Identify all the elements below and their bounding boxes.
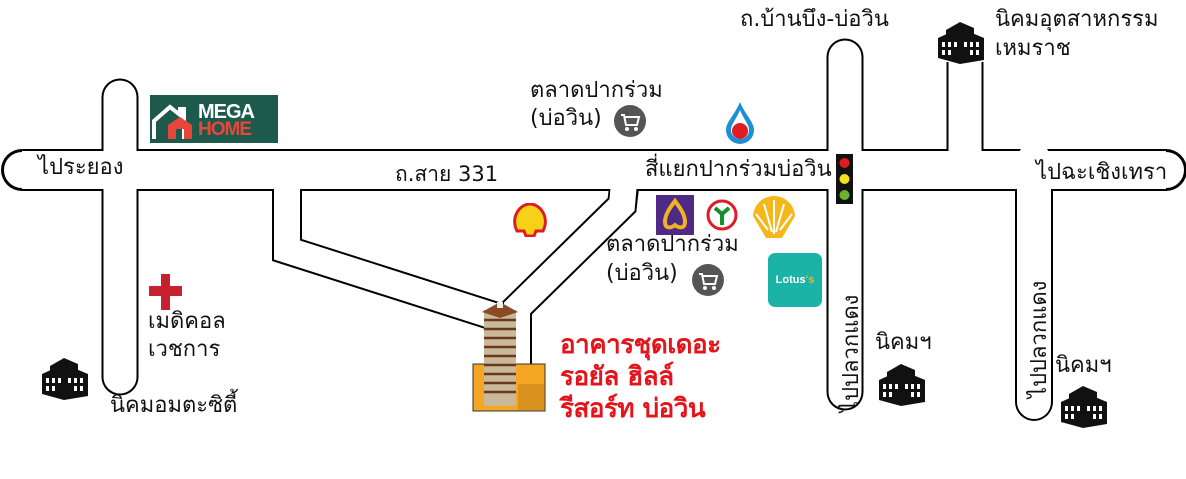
building-icon	[1061, 386, 1107, 428]
shopping-cart-icon	[614, 105, 646, 137]
shell-icon	[513, 203, 547, 237]
lotus-logo: Lotus's	[768, 253, 822, 307]
building-icon	[879, 364, 925, 406]
label-hemaraj-2: เหมราช	[995, 36, 1071, 61]
ptt-icon	[726, 102, 754, 144]
label-estate-1: นิคมฯ	[875, 330, 932, 355]
lotus-suffix: 's	[805, 274, 815, 286]
label-to-rayong: ไประยอง	[38, 155, 124, 180]
label-to-pluak-daeng-2: ไปปลวกแดง	[1027, 280, 1052, 398]
destination-line1: อาคารชุดเดอะ	[560, 330, 721, 360]
krungsri-icon	[753, 195, 795, 238]
label-market-south-1: ตลาดปากร่วม	[606, 232, 739, 257]
road-end-left	[2, 150, 23, 190]
label-market-north-2: (บ่อวิน)	[530, 106, 602, 131]
shopping-cart-icon	[692, 264, 724, 296]
condo-tower-icon	[472, 302, 546, 412]
label-route-331: ถ.สาย 331	[395, 162, 499, 186]
building-icon	[42, 358, 88, 400]
destination-line3: รีสอร์ท บ่อวิน	[560, 394, 706, 424]
label-medical-1: เมดิคอล	[148, 309, 226, 334]
label-hemaraj-1: นิคมอุตสาหกรรม	[995, 7, 1159, 32]
label-market-north-1: ตลาดปากร่วม	[530, 78, 663, 103]
mega-home-logo: MEGA HOME	[150, 95, 278, 143]
building-icon	[938, 22, 984, 64]
mega-home-line2: HOME	[198, 119, 252, 140]
label-to-pluak-daeng-1: ไปปลวกแดง	[839, 294, 864, 412]
red-cross-icon	[149, 274, 182, 310]
label-market-south-2: (บ่อวิน)	[606, 261, 678, 286]
label-medical-2: เวชการ	[148, 337, 221, 362]
lotus-text: Lotus	[775, 274, 806, 286]
label-intersection: สี่แยกปากร่วมบ่อวิน	[645, 157, 832, 182]
mega-home-house-icon	[152, 104, 192, 139]
kbank-icon	[706, 199, 738, 231]
scb-icon	[656, 195, 694, 235]
label-amata: นิคมอมตะซิตี้	[110, 393, 238, 418]
label-ban-bueng-road: ถ.บ้านบึง-บ่อวิน	[740, 7, 889, 32]
label-to-chachoengsao: ไปฉะเชิงเทรา	[1036, 160, 1168, 185]
traffic-light-icon	[836, 154, 853, 204]
road-end-right	[1165, 150, 1186, 190]
mega-home-line1: MEGA	[198, 101, 255, 123]
label-estate-2: นิคมฯ	[1055, 353, 1112, 378]
destination-line2: รอยัล ฮิลล์	[560, 362, 674, 392]
